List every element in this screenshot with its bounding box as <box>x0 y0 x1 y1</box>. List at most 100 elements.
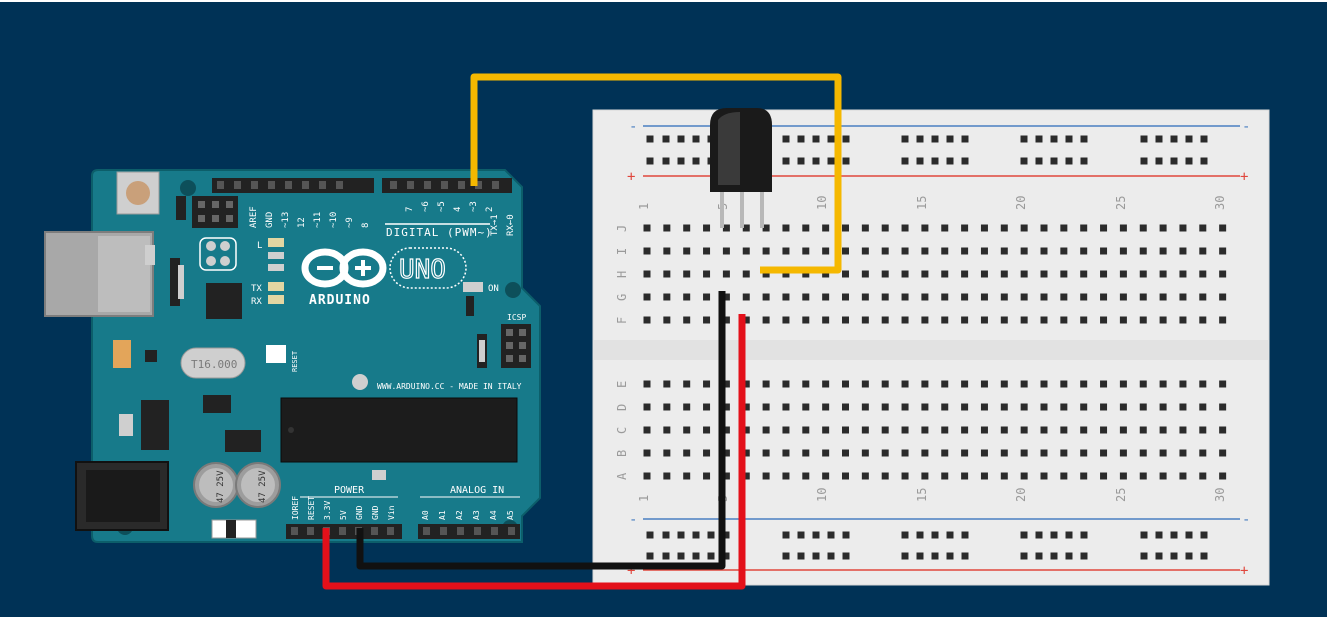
breadboard-hole <box>762 426 770 434</box>
rail-hole <box>662 157 670 165</box>
breadboard-hole <box>1080 426 1088 434</box>
pin-label-aref: AREF <box>249 206 259 228</box>
breadboard-hole <box>762 449 770 457</box>
breadboard-hole <box>1020 224 1028 232</box>
rail-hole <box>916 157 924 165</box>
breadboard-hole <box>1119 224 1127 232</box>
breadboard-hole <box>683 380 691 388</box>
pin-label-vin: Vin <box>387 505 396 520</box>
breadboard-hole <box>1199 426 1207 434</box>
breadboard-hole <box>861 449 869 457</box>
breadboard-hole <box>1199 380 1207 388</box>
breadboard-hole <box>1219 449 1227 457</box>
breadboard-hole <box>722 224 730 232</box>
rail-hole <box>1080 552 1088 560</box>
breadboard-hole <box>1219 403 1227 411</box>
rail-hole <box>916 135 924 143</box>
breadboard-hole <box>941 224 949 232</box>
breadboard-hole <box>1000 472 1008 480</box>
breadboard-hole <box>1060 426 1068 434</box>
breadboard-hole <box>881 247 889 255</box>
breadboard-hole <box>842 426 849 434</box>
rail-hole <box>1065 552 1073 560</box>
breadboard-hole <box>861 247 869 255</box>
breadboard-hole <box>822 247 830 255</box>
breadboard-hole <box>1219 293 1227 301</box>
breadboard-hole <box>1000 270 1008 278</box>
red-power-wire <box>322 314 746 590</box>
rail-hole <box>662 552 670 560</box>
breadboard-hole <box>703 247 711 255</box>
breadboard-hole <box>961 449 969 457</box>
breadboard-hole <box>1000 426 1008 434</box>
breadboard-hole <box>1179 316 1187 324</box>
breadboard-hole <box>1139 270 1147 278</box>
pin-label-2: 2 <box>485 207 495 212</box>
rail-minus-top-right: - <box>1242 119 1250 135</box>
breadboard-hole <box>1199 293 1207 301</box>
breadboard-hole <box>1119 247 1127 255</box>
breadboard-hole <box>1020 380 1028 388</box>
row-label-g: G <box>615 294 629 301</box>
breadboard-hole <box>861 426 869 434</box>
breadboard-hole <box>1179 449 1187 457</box>
breadboard-hole <box>842 293 849 301</box>
rail-hole <box>1050 531 1058 539</box>
rail-minus-bottom-right: - <box>1242 512 1250 528</box>
breadboard-hole <box>1080 293 1088 301</box>
breadboard-hole <box>683 293 691 301</box>
breadboard-hole <box>842 403 849 411</box>
breadboard-hole <box>1060 293 1068 301</box>
breadboard-hole <box>901 449 909 457</box>
row-label-f: F <box>615 317 629 324</box>
breadboard-hole <box>1100 403 1108 411</box>
on-led-label: ON <box>488 284 499 294</box>
rail-hole <box>812 531 820 539</box>
breadboard-hole <box>1159 426 1167 434</box>
breadboard-hole <box>1080 270 1088 278</box>
arduino-uno-board: AREF GND ~13 12 ~11 ~10 ~9 8 7 ~6 ~5 4 ~… <box>44 169 541 543</box>
website-text: WWW.ARDUINO.CC - MADE IN ITALY <box>377 382 522 391</box>
breadboard-hole <box>703 426 711 434</box>
rail-hole <box>1035 157 1043 165</box>
rail-hole <box>842 135 850 143</box>
breadboard-hole <box>1040 426 1048 434</box>
rail-hole <box>677 135 685 143</box>
rail-hole <box>692 157 700 165</box>
breadboard-hole <box>980 247 988 255</box>
breadboard-hole <box>1139 403 1147 411</box>
rail-hole <box>782 531 790 539</box>
crystal-text: T16.000 <box>191 358 237 371</box>
breadboard-hole <box>663 472 671 480</box>
breadboard-hole <box>1119 472 1127 480</box>
icsp-label: ICSP <box>507 313 526 322</box>
rail-hole <box>722 552 730 560</box>
breadboard-hole <box>703 316 711 324</box>
breadboard-hole <box>881 270 889 278</box>
pin-label-11: ~11 <box>313 212 323 228</box>
breadboard-hole <box>1080 380 1088 388</box>
breadboard-hole <box>1119 293 1127 301</box>
rail-hole <box>797 531 805 539</box>
yellow-signal-wire <box>470 73 842 274</box>
usb-chip <box>206 283 242 319</box>
breadboard-hole <box>822 316 830 324</box>
breadboard-hole <box>901 247 909 255</box>
rail-hole <box>1065 135 1073 143</box>
rail-hole <box>1185 135 1193 143</box>
breadboard-hole <box>643 380 651 388</box>
breadboard-hole <box>742 270 750 278</box>
breadboard-hole <box>1020 293 1028 301</box>
breadboard-hole <box>961 426 969 434</box>
pin-label-7: 7 <box>405 207 415 212</box>
rail-hole <box>692 552 700 560</box>
rail-hole <box>646 157 654 165</box>
breadboard-hole <box>1040 270 1048 278</box>
breadboard-hole <box>683 316 691 324</box>
rail-hole <box>901 552 909 560</box>
breadboard-hole <box>1020 449 1028 457</box>
breadboard-hole <box>921 247 929 255</box>
breadboard-hole <box>802 293 810 301</box>
breadboard-hole <box>703 403 711 411</box>
temperature-sensor <box>710 108 772 228</box>
